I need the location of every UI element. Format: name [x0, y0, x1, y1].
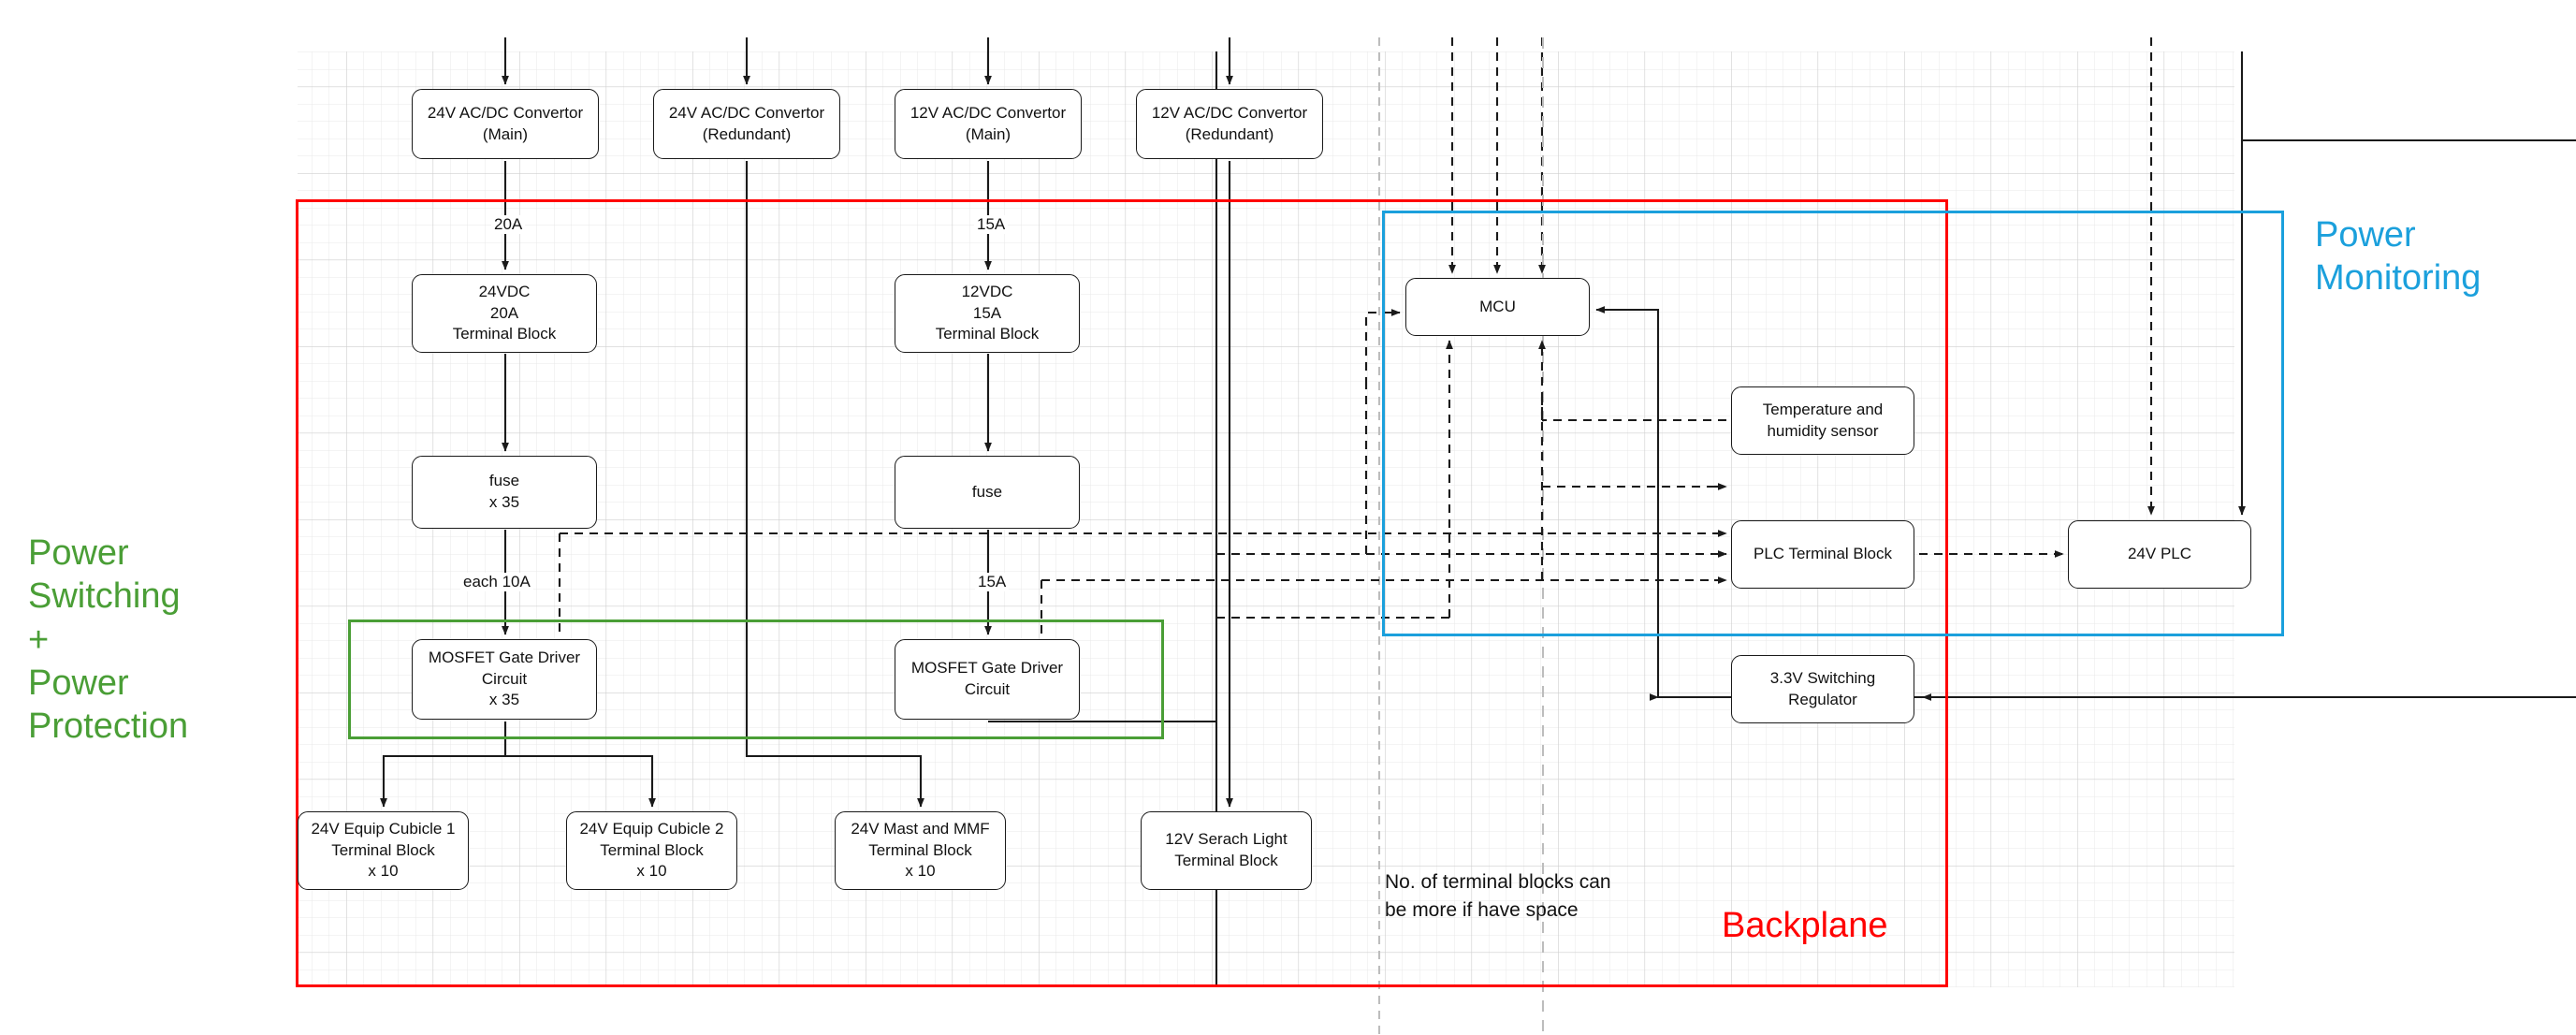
zone-label-power-switching: Power Switching + Power Protection	[28, 533, 189, 747]
mosfet-group-boundary	[348, 620, 1164, 739]
wire-label-15a-mid: 15A	[975, 573, 1010, 591]
zone-label-power-monitoring: Power Monitoring	[2315, 215, 2481, 299]
node-plc-terminal-block[interactable]: PLC Terminal Block	[1731, 520, 1914, 589]
zone-label-backplane: Backplane	[1722, 906, 1888, 945]
node-terminal-block-24vdc[interactable]: 24VDC 20A Terminal Block	[412, 274, 597, 353]
node-plc-24v[interactable]: 24V PLC	[2068, 520, 2251, 589]
node-terminal-block-search-light[interactable]: 12V Serach Light Terminal Block	[1141, 811, 1312, 890]
node-terminal-block-12vdc[interactable]: 12VDC 15A Terminal Block	[895, 274, 1080, 353]
node-terminal-block-equip-cubicle-2[interactable]: 24V Equip Cubicle 2 Terminal Block x 10	[566, 811, 737, 890]
node-conv-24v-redundant[interactable]: 24V AC/DC Convertor (Redundant)	[653, 89, 840, 159]
node-terminal-block-mast-mmf[interactable]: 24V Mast and MMF Terminal Block x 10	[835, 811, 1006, 890]
node-conv-12v-main[interactable]: 12V AC/DC Convertor (Main)	[895, 89, 1082, 159]
node-conv-24v-main[interactable]: 24V AC/DC Convertor (Main)	[412, 89, 599, 159]
power-monitoring-boundary	[1382, 211, 2284, 636]
node-mcu[interactable]: MCU	[1405, 278, 1590, 336]
wire-label-20a: 20A	[491, 215, 526, 234]
node-mosfet-gate-driver-12v[interactable]: MOSFET Gate Driver Circuit	[895, 639, 1080, 720]
backplane-boundary	[296, 199, 1948, 987]
node-fuse-12v[interactable]: fuse	[895, 456, 1080, 529]
node-fuse-24v[interactable]: fuse x 35	[412, 456, 597, 529]
node-mosfet-gate-driver-24v[interactable]: MOSFET Gate Driver Circuit x 35	[412, 639, 597, 720]
wire-label-each-10a: each 10A	[460, 573, 533, 591]
wire-label-15a-top: 15A	[974, 215, 1009, 234]
terminal-block-note: No. of terminal blocks can be more if ha…	[1385, 871, 1611, 921]
node-terminal-block-equip-cubicle-1[interactable]: 24V Equip Cubicle 1 Terminal Block x 10	[298, 811, 469, 890]
node-switching-regulator-3v3[interactable]: 3.3V Switching Regulator	[1731, 655, 1914, 723]
node-temperature-humidity-sensor[interactable]: Temperature and humidity sensor	[1731, 386, 1914, 455]
node-conv-12v-redundant[interactable]: 12V AC/DC Convertor (Redundant)	[1136, 89, 1323, 159]
